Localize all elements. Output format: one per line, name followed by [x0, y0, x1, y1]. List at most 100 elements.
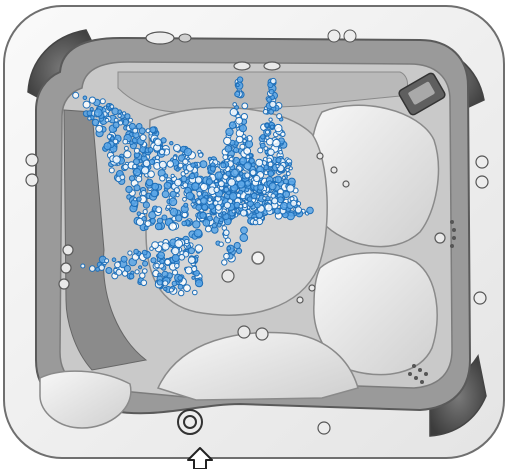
- water-bubble: [162, 191, 169, 198]
- water-bubble: [241, 227, 248, 234]
- water-bubble: [196, 280, 203, 287]
- water-bubble: [216, 205, 222, 211]
- water-bubble: [178, 276, 183, 281]
- water-bubble: [268, 149, 274, 155]
- water-bubble: [112, 258, 116, 262]
- water-bubble: [129, 176, 134, 181]
- water-bubble: [140, 273, 145, 278]
- water-bubble: [151, 190, 158, 197]
- water-bubble: [258, 185, 264, 191]
- water-bubble: [224, 253, 230, 259]
- water-bubble: [226, 128, 233, 135]
- water-bubble: [239, 205, 243, 209]
- jet-nozzle-icon: [222, 270, 234, 282]
- water-bubble: [236, 136, 243, 143]
- water-bubble: [172, 281, 177, 286]
- water-bubble: [208, 198, 212, 202]
- water-bubble: [200, 161, 207, 168]
- water-bubble: [224, 137, 231, 144]
- water-bubble: [163, 281, 168, 286]
- front-control-icon: [178, 410, 202, 434]
- water-bubble: [201, 198, 208, 205]
- water-bubble: [175, 179, 182, 186]
- water-bubble: [89, 97, 95, 103]
- water-bubble: [145, 221, 151, 227]
- water-bubble: [184, 170, 188, 174]
- water-bubble: [158, 252, 165, 259]
- water-bubble: [96, 268, 100, 272]
- water-bubble: [230, 109, 237, 116]
- water-bubble: [95, 109, 103, 117]
- water-bubble: [134, 169, 141, 176]
- water-bubble: [142, 217, 146, 221]
- water-bubble: [245, 181, 251, 187]
- water-bubble: [170, 208, 177, 215]
- water-bubble: [192, 276, 195, 279]
- water-bubble: [159, 161, 166, 168]
- water-bubble: [266, 130, 270, 134]
- water-bubble: [88, 117, 91, 120]
- water-bubble: [210, 166, 215, 171]
- water-bubble: [179, 254, 185, 260]
- water-bubble: [90, 266, 96, 272]
- water-bubble: [281, 132, 285, 136]
- water-bubble: [265, 204, 272, 211]
- water-bubble: [113, 156, 120, 163]
- water-bubble: [73, 92, 79, 98]
- water-bubble: [155, 223, 162, 230]
- water-bubble: [139, 266, 142, 269]
- valve-icon: [318, 422, 330, 434]
- water-bubble: [226, 171, 231, 176]
- water-bubble: [253, 220, 258, 225]
- water-bubble: [142, 250, 147, 255]
- water-bubble: [123, 139, 128, 144]
- water-bubble: [126, 186, 132, 192]
- water-bubble: [212, 224, 216, 228]
- water-bubble: [232, 210, 235, 213]
- water-bubble: [176, 168, 179, 171]
- water-bubble: [256, 159, 263, 166]
- valve-icon: [476, 176, 488, 188]
- water-bubble: [134, 249, 139, 254]
- valve-icon: [476, 156, 488, 168]
- water-bubble: [209, 204, 214, 209]
- valve-icon: [26, 174, 38, 186]
- water-bubble: [277, 114, 282, 119]
- water-bubble: [183, 197, 187, 201]
- water-bubble: [288, 178, 295, 185]
- water-bubble: [155, 263, 159, 267]
- water-bubble: [266, 136, 269, 139]
- water-bubble: [269, 118, 272, 121]
- water-bubble: [268, 171, 274, 177]
- water-bubble: [83, 96, 87, 100]
- water-bubble: [118, 110, 122, 114]
- water-bubble: [206, 179, 212, 185]
- water-bubble: [243, 139, 246, 142]
- water-bubble: [124, 265, 130, 271]
- water-bubble: [196, 205, 202, 211]
- water-bubble: [172, 255, 179, 262]
- water-bubble: [134, 198, 137, 201]
- water-bubble: [240, 234, 248, 242]
- water-bubble: [171, 174, 174, 177]
- water-bubble: [160, 259, 165, 264]
- drain-icon: [252, 252, 264, 264]
- water-bubble: [194, 229, 202, 237]
- jet-nozzle-icon: [317, 153, 323, 159]
- water-bubble: [234, 148, 239, 153]
- water-bubble: [276, 165, 279, 168]
- jet-nozzle-icon: [343, 181, 349, 187]
- water-bubble: [146, 179, 153, 186]
- water-bubble: [106, 268, 112, 274]
- water-bubble: [107, 104, 110, 107]
- water-bubble: [169, 288, 173, 292]
- water-bubble: [255, 202, 261, 208]
- water-bubble: [225, 146, 232, 153]
- water-bubble: [143, 210, 147, 214]
- water-bubble: [136, 176, 142, 182]
- water-bubble: [224, 230, 230, 236]
- water-bubble: [96, 125, 103, 132]
- jet-nozzle-icon: [234, 62, 250, 70]
- jet-nozzle-icon: [256, 328, 268, 340]
